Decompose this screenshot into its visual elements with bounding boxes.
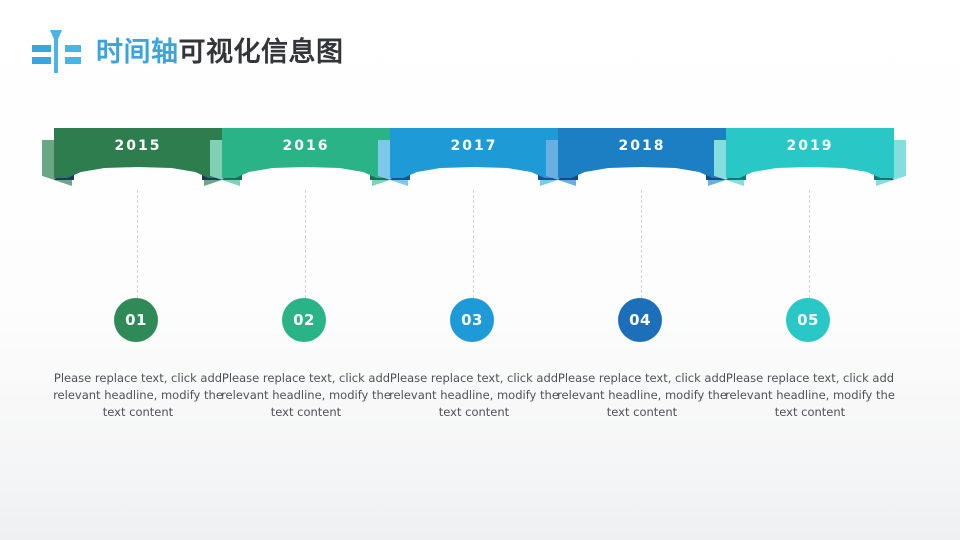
year-label: 2016 — [282, 138, 330, 154]
year-banner: 2015 — [42, 128, 234, 190]
page-title-accent: 时间轴 — [96, 36, 179, 67]
year-label: 2015 — [114, 138, 162, 154]
logo-bar-left-top — [32, 45, 51, 52]
step-number: 02 — [293, 311, 315, 329]
banner-ribbon: 2016 — [222, 128, 390, 178]
item-description: Please replace text, click add relevant … — [53, 371, 223, 419]
item-description: Please replace text, click add relevant … — [221, 371, 391, 419]
item-description: Please replace text, click add relevant … — [725, 371, 895, 419]
banner-ribbon: 2018 — [558, 128, 726, 178]
item-description: Please replace text, click add relevant … — [557, 371, 727, 419]
step-number: 01 — [125, 311, 147, 329]
banner-ribbon: 2017 — [390, 128, 558, 178]
step-circle[interactable]: 05 — [786, 298, 830, 342]
year-banner: 2018 — [546, 128, 738, 190]
item-description: Please replace text, click add relevant … — [389, 371, 559, 419]
step-circle[interactable]: 03 — [450, 298, 494, 342]
step-number: 04 — [629, 311, 651, 329]
page-title-rest: 可视化信息图 — [178, 36, 344, 67]
step-number: 03 — [461, 311, 483, 329]
slide-header: 时间轴可视化信息图 — [30, 24, 344, 80]
year-label: 2019 — [786, 138, 834, 154]
dashed-connector — [305, 190, 306, 298]
step-circle[interactable]: 01 — [114, 298, 158, 342]
page-title: 时间轴可视化信息图 — [96, 36, 344, 67]
step-number: 05 — [797, 311, 819, 329]
dashed-connector — [137, 190, 138, 298]
logo-bar-left-bottom — [32, 57, 51, 64]
pin-stem-shape — [54, 33, 58, 73]
year-banner: 2019 — [714, 128, 906, 190]
year-label: 2017 — [450, 138, 498, 154]
step-circle[interactable]: 04 — [618, 298, 662, 342]
year-label: 2018 — [618, 138, 666, 154]
banner-ribbon: 2015 — [54, 128, 222, 178]
step-circle[interactable]: 02 — [282, 298, 326, 342]
year-banner: 2016 — [210, 128, 402, 190]
logo-bar-right-bottom — [65, 57, 81, 64]
dashed-connector — [473, 190, 474, 298]
logo-bar-right-top — [65, 45, 81, 52]
timeline-pin-icon — [30, 27, 82, 77]
dashed-connector — [809, 190, 810, 298]
banner-ribbon: 2019 — [726, 128, 894, 178]
dashed-connector — [641, 190, 642, 298]
year-banner: 2017 — [378, 128, 570, 190]
